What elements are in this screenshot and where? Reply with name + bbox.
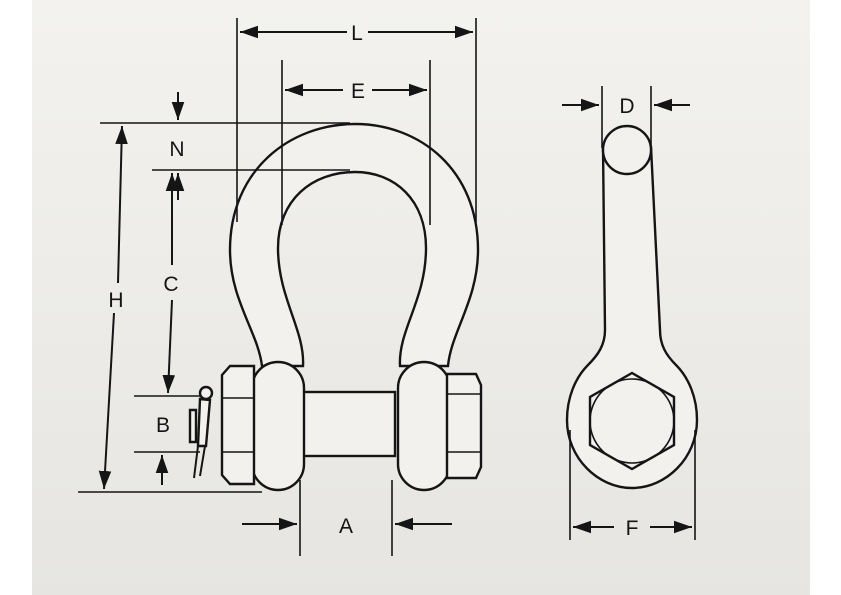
dimension-H: H xyxy=(98,125,128,490)
dimension-C: C xyxy=(162,173,179,394)
label-A: A xyxy=(339,515,353,538)
label-C: C xyxy=(163,273,178,296)
shackle-front-view xyxy=(188,122,483,492)
label-H: H xyxy=(108,289,123,312)
pin-shaft xyxy=(298,390,397,458)
side-nut-hexagon xyxy=(588,371,676,471)
pin-head-hex xyxy=(220,364,256,486)
label-N: N xyxy=(169,138,184,161)
label-F: F xyxy=(626,517,639,540)
side-nut-hole xyxy=(589,378,675,464)
left-eye xyxy=(250,360,306,492)
dimension-E: E xyxy=(281,60,431,225)
label-E: E xyxy=(351,80,365,103)
dimension-B: B xyxy=(155,414,170,485)
cotter-pin xyxy=(188,385,214,479)
label-D: D xyxy=(619,95,634,118)
dimension-L: L xyxy=(236,18,477,222)
nut-hex xyxy=(445,372,483,480)
side-pin-circle xyxy=(601,124,653,176)
dimension-A: A xyxy=(242,480,452,556)
dimension-D: D xyxy=(562,86,690,148)
dimension-F: F xyxy=(569,430,696,540)
shackle-side-view xyxy=(565,124,699,490)
label-B: B xyxy=(156,414,170,437)
right-eye xyxy=(396,360,452,492)
shackle-bow xyxy=(228,122,480,368)
label-L: L xyxy=(351,22,363,45)
